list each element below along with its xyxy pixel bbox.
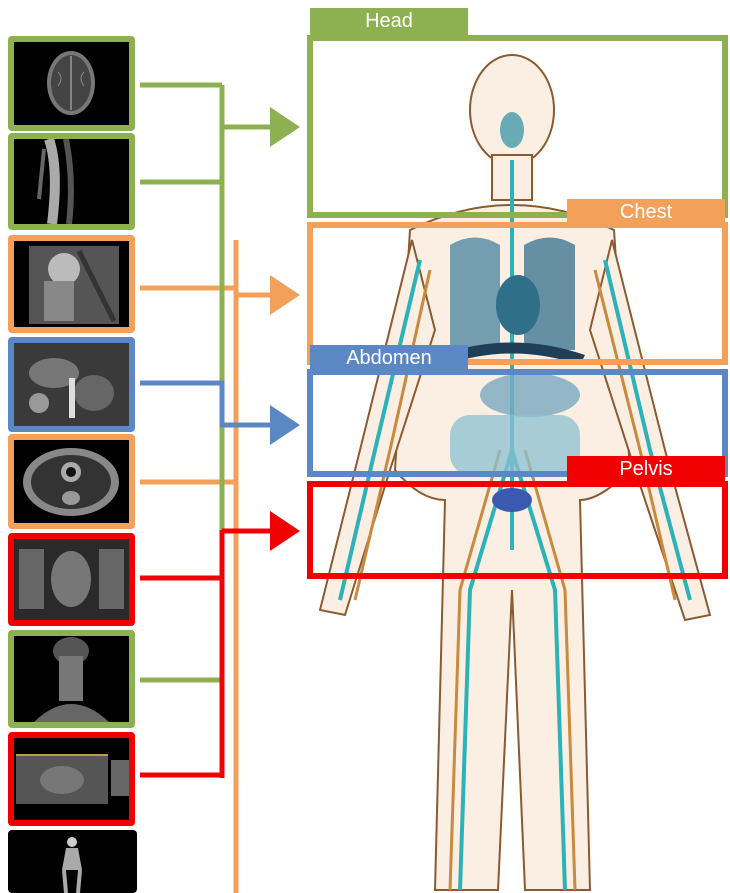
- pelvis-scan-icon: [14, 539, 129, 620]
- thumbnail-coronal-neck-mri: [8, 630, 135, 728]
- chest-connector: [140, 240, 290, 893]
- thumbnail-sagittal-spine-mri: [8, 133, 135, 230]
- pelvis-region-label: Pelvis: [567, 456, 725, 484]
- whole-body-scan-icon: [8, 830, 137, 893]
- pelvis-connector: [140, 530, 290, 778]
- thumbnail-shoulder-mri: [8, 235, 135, 333]
- brain-scan-icon: [14, 42, 129, 125]
- abdomen-scan-icon: [14, 343, 129, 426]
- head-region-label: Head: [310, 8, 468, 38]
- abdomen-region-label: Abdomen: [310, 345, 468, 373]
- chest-region-box: [307, 222, 728, 365]
- thumbnail-whole-body-mri: [8, 830, 137, 893]
- chest-scan-icon: [14, 440, 129, 523]
- pelvis-region-box: [307, 481, 728, 579]
- shoulder-scan-icon: [14, 241, 129, 327]
- thumbnail-abdominal-mri: [8, 337, 135, 432]
- pelvis-panorama-scan-icon: [14, 738, 129, 820]
- thumbnail-pelvic-panorama-mri: [8, 732, 135, 826]
- spine-scan-icon: [14, 139, 129, 224]
- thumbnail-axial-chest-mri: [8, 434, 135, 529]
- neck-scan-icon: [14, 636, 129, 722]
- thumbnail-pelvic-mri: [8, 533, 135, 626]
- head-region-box: [307, 35, 728, 218]
- chest-region-label: Chest: [567, 199, 725, 226]
- abdomen-connector: [140, 383, 290, 425]
- thumbnail-axial-brain-mri: [8, 36, 135, 131]
